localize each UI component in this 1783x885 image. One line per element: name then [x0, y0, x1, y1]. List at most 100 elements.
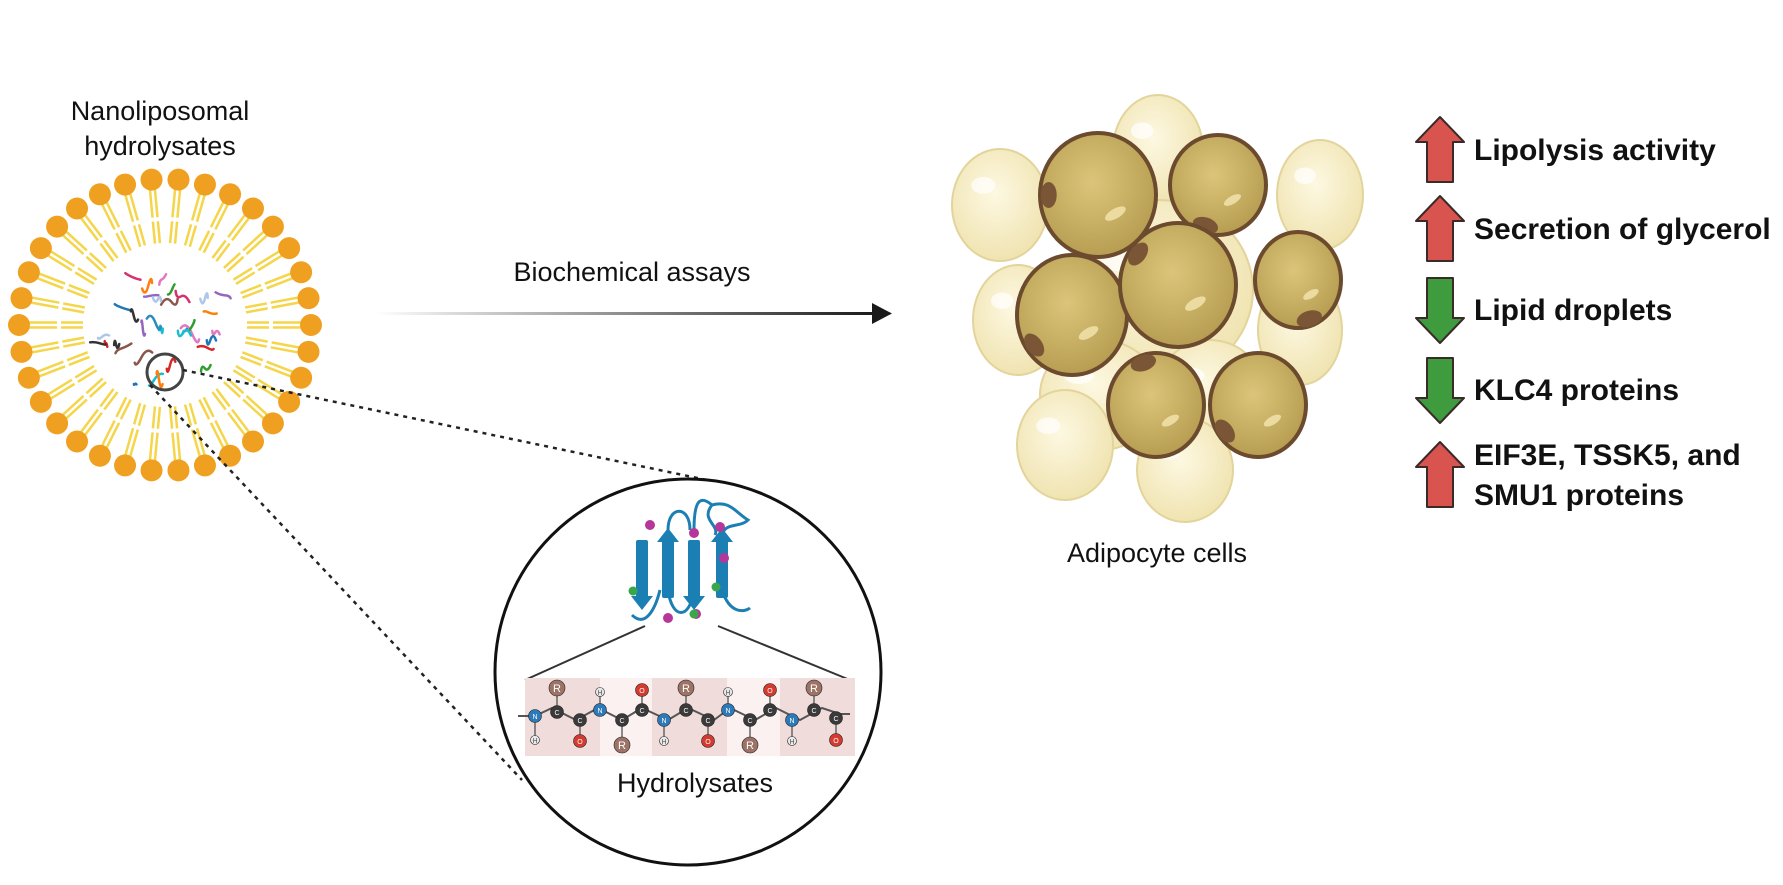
lipid-tail — [223, 252, 242, 269]
oxygen-atom — [573, 734, 587, 748]
nitrogen-atom — [785, 713, 799, 727]
adipocyte-highlight — [971, 177, 996, 194]
lipid-head — [17, 366, 40, 389]
lipid-tail — [264, 272, 292, 285]
peptide-fragment — [129, 308, 140, 323]
lipid-tail — [47, 378, 73, 396]
lipid-tail — [38, 272, 66, 285]
lipid-head — [114, 173, 137, 196]
lipid-head — [219, 183, 242, 206]
peptide-fragment — [158, 273, 168, 286]
adipocyte-lipid-filled — [1168, 133, 1268, 237]
lipid-tail — [226, 255, 245, 273]
lipid-tail — [231, 217, 250, 242]
lipid-tail — [88, 252, 107, 269]
nanoliposome — [8, 168, 322, 482]
protein-to-chain-line-left — [524, 625, 646, 681]
lipid-tail — [68, 283, 90, 295]
hydrogen-symbol: H — [661, 739, 666, 746]
lipid-tail — [99, 388, 115, 408]
adipocyte-highlight — [1294, 167, 1316, 184]
lipid-tail — [115, 396, 128, 418]
lipid-tail — [151, 406, 157, 429]
side_chain-symbol: R — [618, 740, 626, 752]
lipid-tail — [209, 422, 225, 449]
nitrogen-atom — [593, 703, 607, 717]
encapsulated-peptides — [88, 271, 232, 389]
lipid-tail — [84, 411, 103, 436]
lipid-head — [219, 444, 242, 467]
lipid-tail — [168, 406, 174, 429]
lipid-tail — [30, 301, 59, 309]
oxygen-atom — [829, 733, 843, 747]
carbon-symbol: C — [705, 718, 710, 725]
lipid-head — [46, 412, 69, 435]
peptide-fragment — [155, 369, 164, 389]
lipid-tail — [132, 402, 142, 425]
peptide-fragment — [196, 344, 215, 351]
lipid-tail — [214, 420, 229, 447]
zoom-circle — [493, 477, 883, 867]
lipid-tail — [38, 365, 66, 378]
effect-label: KLC4 proteins — [1474, 374, 1679, 407]
lipid-tail — [103, 239, 119, 259]
lipid-tail — [257, 254, 283, 272]
peptide-fragment — [96, 333, 111, 340]
peptide-fragment — [145, 314, 162, 331]
side_chain-symbol: R — [746, 740, 754, 752]
lipid-tail — [151, 221, 157, 244]
lipid-head — [297, 340, 320, 363]
lipid-tail — [66, 351, 89, 362]
lipid-head — [140, 168, 163, 191]
nitrogen-atom — [721, 703, 735, 717]
lipid-head — [241, 430, 264, 453]
peptide-fragment — [151, 295, 163, 303]
adipocyte-cluster — [951, 94, 1364, 523]
adipocyte-lipid-filled — [1106, 351, 1206, 459]
lipid-tail — [168, 221, 174, 244]
lipid-tail — [223, 381, 242, 398]
lipid-head — [29, 390, 52, 413]
lipid-tail — [50, 382, 76, 400]
lipid-tail — [215, 388, 231, 408]
lipid-tail — [171, 432, 177, 461]
hydrogen-symbol: H — [597, 690, 602, 697]
carbon-symbol: C — [554, 710, 559, 717]
lipid-head — [193, 454, 216, 477]
lipid-tail — [85, 377, 104, 395]
lipid-head — [278, 237, 301, 260]
lipid-tail — [77, 267, 98, 281]
lipid-tail — [77, 369, 98, 383]
adipocyte-nucleus — [1024, 333, 1045, 357]
lipid-tail — [270, 296, 299, 304]
lipid-tail — [61, 234, 85, 256]
carbon-symbol: C — [619, 718, 624, 725]
residue-marker — [719, 553, 729, 563]
lipid-tail — [153, 189, 159, 218]
lipid-tail — [47, 254, 73, 272]
lipid-head — [193, 173, 216, 196]
lipid-head — [66, 197, 89, 220]
lipid-tail — [202, 396, 215, 418]
carbon-atom — [615, 713, 629, 727]
lipid-tail — [215, 242, 231, 262]
lipid-head — [88, 183, 111, 206]
nitrogen-symbol: N — [532, 714, 537, 721]
liposome-title-line2: hydrolysates — [84, 131, 236, 161]
beta-strand-head — [657, 528, 679, 542]
residue-marker — [711, 582, 721, 592]
peptide-fragment — [214, 291, 232, 300]
liposome-core — [87, 247, 243, 403]
lipid-tail — [115, 232, 128, 254]
lipid-head — [261, 215, 284, 238]
lipid-tail — [214, 203, 229, 230]
lipid-tail — [257, 378, 283, 396]
lipid-tail — [242, 230, 265, 252]
beta-strand — [688, 540, 700, 598]
peptide-fragment — [132, 382, 138, 387]
lipid-tail — [119, 398, 132, 420]
lipid-tail — [271, 341, 300, 349]
effect-label: SMU1 proteins — [1474, 479, 1684, 512]
lipid-head — [114, 454, 137, 477]
